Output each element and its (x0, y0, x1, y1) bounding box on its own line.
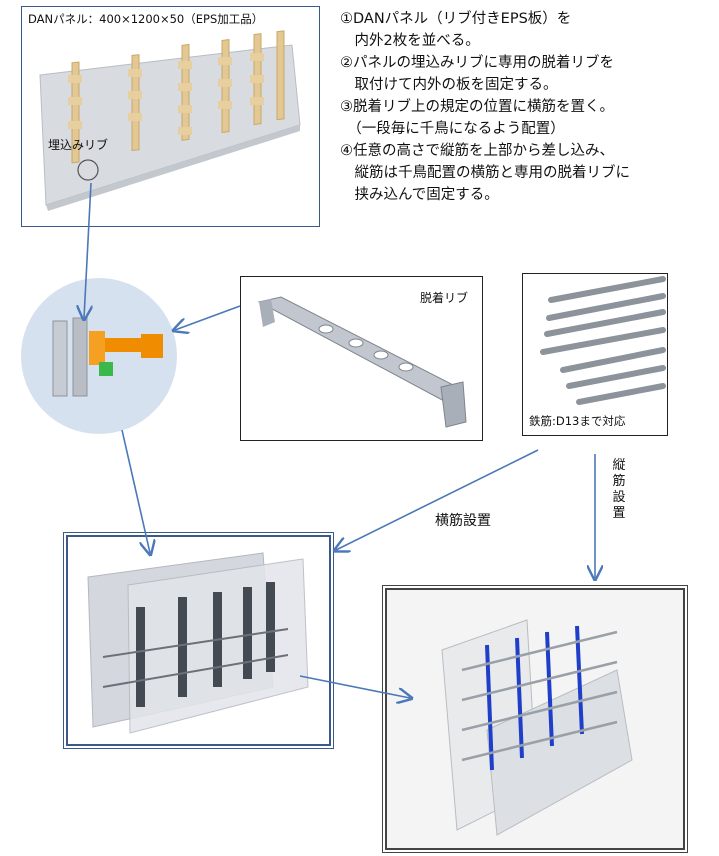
arrow-rebar-to-horizontal (336, 449, 539, 550)
step-line: 挟み込んで固定する。 (340, 187, 499, 203)
vertical-label-char: 筋 (612, 474, 626, 489)
rebar-illustration (540, 276, 666, 405)
embedded-rib-label: 埋込みリブ (48, 138, 109, 152)
step-line: （一段毎に千鳥になるよう配置） (340, 121, 565, 137)
rebar-label: 鉄筋:D13まで対応 (529, 414, 626, 428)
vertical-rebar-label: 縦 筋 設 置 (611, 458, 627, 522)
procedure-steps: ①DANパネル（リブ付きEPS板）を 内外2枚を並べる。 ②パネルの埋込みリブに… (340, 8, 630, 206)
final-assembly-illustration (441, 619, 633, 836)
vertical-rebar-figure-box (382, 585, 688, 853)
vertical-label-char: 置 (612, 506, 626, 521)
step-line: ④任意の高さで縦筋を上部から差し込み、 (340, 143, 614, 159)
rib-attachment-detail (21, 278, 177, 434)
step-line: 縦筋は千鳥配置の横筋と専用の脱着リブに (340, 165, 630, 181)
vertical-label-char: 縦 (612, 458, 626, 473)
panel-caption: DANパネル：400×1200×50（EPS加工品） (28, 12, 264, 26)
step-line: ②パネルの埋込みリブに専用の脱着リブを (340, 55, 614, 71)
arrow-rib-to-detail (175, 305, 241, 330)
step-line: ③脱着リブ上の規定の位置に横筋を置く。 (340, 99, 614, 115)
detachable-rib-box: 脱着リブ (240, 276, 483, 441)
rebar-box: 鉄筋:D13まで対応 (522, 273, 668, 436)
step-line: 内外2枚を並べる。 (340, 33, 480, 49)
horizontal-rebar-label: 横筋設置 (435, 513, 491, 529)
panel-figure-box: DANパネル：400×1200×50（EPS加工品） 埋込みリブ (21, 6, 320, 227)
horizontal-rebar-illustration (87, 552, 309, 734)
detachable-rib-illustration (257, 296, 467, 428)
detachable-rib-label: 脱着リブ (419, 291, 468, 305)
vertical-label-char: 設 (612, 490, 626, 505)
dan-panel-illustration (39, 30, 301, 211)
horizontal-rebar-figure-box (63, 532, 334, 749)
step-line: ①DANパネル（リブ付きEPS板）を (340, 11, 572, 27)
step-line: 取付けて内外の板を固定する。 (340, 77, 558, 93)
